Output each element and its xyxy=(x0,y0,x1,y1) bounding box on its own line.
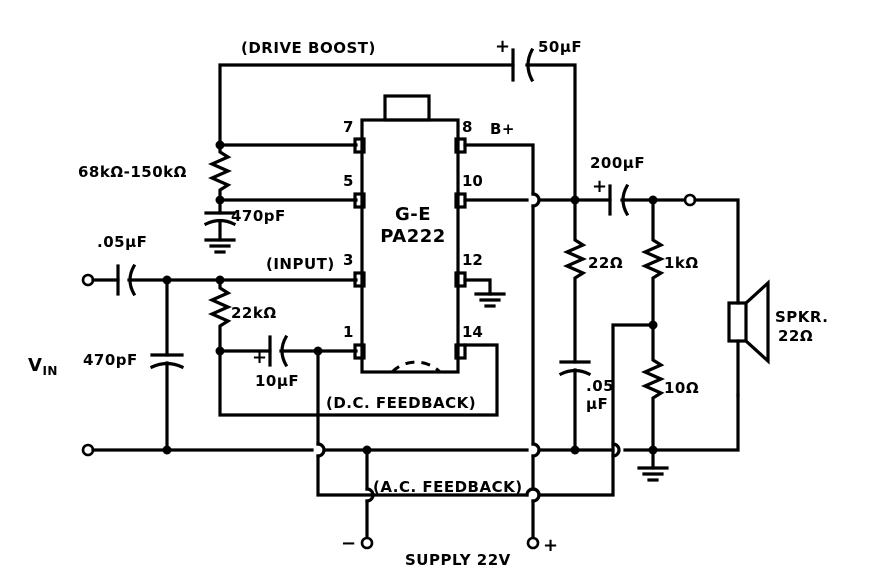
cap-05uf-in-label: .05µF xyxy=(97,233,147,251)
b-plus-line: B+ + SUPPLY 22V xyxy=(405,120,559,569)
pin-7: 7 xyxy=(343,118,353,136)
res-1k-label: 1kΩ xyxy=(664,254,699,272)
cap-50uf-polarity: + xyxy=(495,36,511,57)
res-22k-label: 22kΩ xyxy=(231,304,277,322)
cap-05uf-out-label-1: .05 xyxy=(586,377,614,395)
pin-14: 14 xyxy=(462,323,483,341)
supply-label: SUPPLY 22V xyxy=(405,551,511,569)
pin-1: 1 xyxy=(343,323,353,341)
cap-10uf-polarity: + xyxy=(252,347,268,368)
dc-feedback-label: (D.C. FEEDBACK) xyxy=(326,394,476,412)
pin-5: 5 xyxy=(343,172,353,190)
ic-pa222: G-E PA222 xyxy=(360,94,460,374)
drive-boost-label: (DRIVE BOOST) xyxy=(241,39,376,57)
input-label: (INPUT) xyxy=(266,255,335,273)
pin12-ground xyxy=(463,278,506,308)
cap-05uf-out-label-2: µF xyxy=(586,395,608,413)
ac-feedback-loop: (A.C. FEEDBACK) − xyxy=(316,323,655,554)
speaker-icon: SPKR. 22Ω xyxy=(727,279,828,397)
output-network: 200µF + 22Ω .05 µF 1kΩ 10Ω xyxy=(463,154,740,452)
speaker-label-2: 22Ω xyxy=(778,327,813,345)
cap-50uf-label: 50µF xyxy=(538,38,582,56)
ic-pins: 7 5 3 1 8 10 12 14 xyxy=(343,118,483,360)
res-68k-network: 68kΩ-150kΩ 470pF xyxy=(78,140,358,254)
dc-feedback-loop: (D.C. FEEDBACK) xyxy=(218,343,499,417)
vin-label: VIN xyxy=(28,355,58,378)
ic-label-line2: PA222 xyxy=(380,226,446,247)
pin-10: 10 xyxy=(462,172,483,190)
cap-200uf-label: 200µF xyxy=(590,154,645,172)
pin-3: 3 xyxy=(343,251,353,269)
cap-470pf-in-label: 470pF xyxy=(83,351,138,369)
vin-label-main: V xyxy=(28,355,42,376)
supply-plus-label: + xyxy=(543,535,559,556)
cap-200uf-polarity: + xyxy=(592,176,608,197)
cap-10uf-label: 10µF xyxy=(255,372,299,390)
pin-8: 8 xyxy=(462,118,472,136)
pin-12: 12 xyxy=(462,251,483,269)
vin-label-sub: IN xyxy=(42,364,58,378)
ac-feedback-label: (A.C. FEEDBACK) xyxy=(373,478,523,496)
input-network: .05µF (INPUT) 470pF 22kΩ + 10µF VIN xyxy=(28,233,358,452)
res-68k-label: 68kΩ-150kΩ xyxy=(78,163,187,181)
b-plus-label: B+ xyxy=(490,120,515,138)
supply-minus-label: − xyxy=(341,533,357,554)
res-10ohm-label: 10Ω xyxy=(664,379,699,397)
ground-rail xyxy=(81,393,740,482)
cap-470pf-top-label: 470pF xyxy=(231,207,286,225)
speaker-label-1: SPKR. xyxy=(775,308,828,326)
drive-boost-loop: + 50µF (DRIVE BOOST) xyxy=(218,36,582,200)
ic-label-line1: G-E xyxy=(395,204,431,225)
res-22ohm-label: 22Ω xyxy=(588,254,623,272)
